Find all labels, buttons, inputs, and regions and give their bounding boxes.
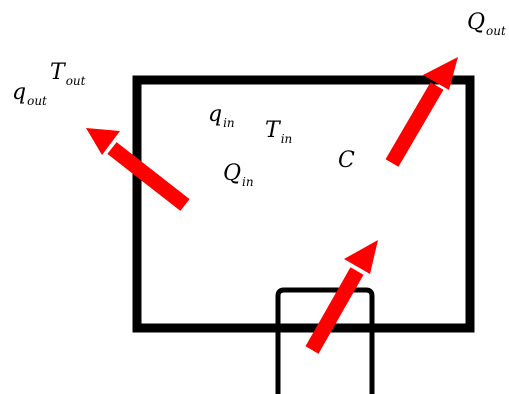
outflow-right-arrow [385, 57, 458, 167]
label-q-in: qin [208, 102, 235, 130]
label-q-out: qout [12, 80, 47, 108]
label-t-in: Tin [265, 118, 293, 146]
label-q-out-right: Qout [467, 10, 506, 38]
label-t-out: Tout [50, 60, 86, 88]
inflow-arrow [305, 240, 378, 354]
outflow-left-arrow [86, 128, 190, 211]
label-q-in-large: Qin [223, 161, 254, 189]
inlet-duct [275, 287, 375, 394]
enclosure-box [132, 75, 475, 333]
label-c: C [338, 148, 355, 173]
